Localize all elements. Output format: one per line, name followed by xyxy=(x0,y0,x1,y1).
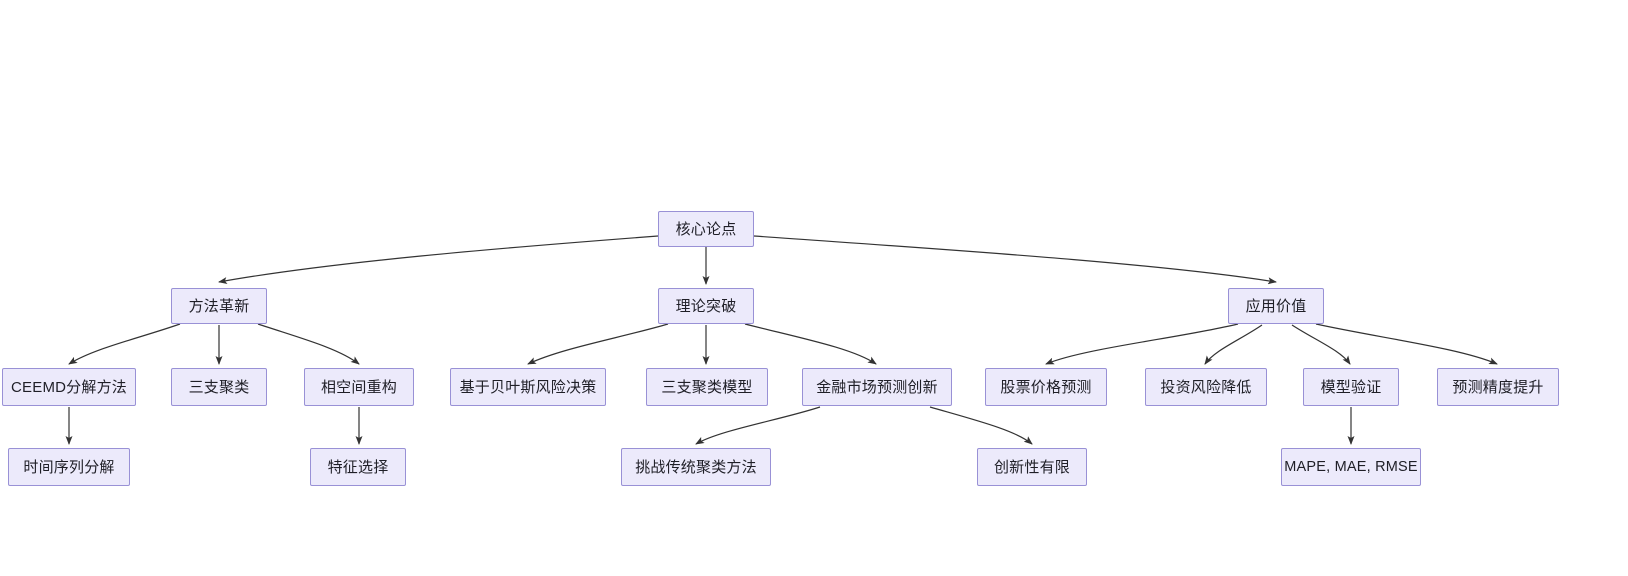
node-feature[interactable]: 特征选择 xyxy=(310,448,406,486)
node-theory[interactable]: 理论突破 xyxy=(658,288,754,324)
edge-theory-to-bayes xyxy=(527,323,669,365)
edge-method-to-ceemd xyxy=(68,323,181,365)
edge-finance-to-limited xyxy=(929,406,1033,445)
node-label-stock: 股票价格预测 xyxy=(1000,378,1092,396)
edge-application-to-risk xyxy=(1204,324,1263,365)
node-label-application: 应用价值 xyxy=(1245,297,1307,315)
node-risk[interactable]: 投资风险降低 xyxy=(1145,368,1267,406)
edge-application-to-stock xyxy=(1045,323,1239,365)
node-validation[interactable]: 模型验证 xyxy=(1303,368,1399,406)
node-label-phase: 相空间重构 xyxy=(320,378,397,396)
node-bayes[interactable]: 基于贝叶斯风险决策 xyxy=(450,368,606,406)
node-label-cluster3m: 三支聚类模型 xyxy=(661,378,753,396)
node-label-risk: 投资风险降低 xyxy=(1160,378,1252,396)
node-challenge[interactable]: 挑战传统聚类方法 xyxy=(621,448,771,486)
node-label-cluster3: 三支聚类 xyxy=(188,378,250,396)
node-metrics[interactable]: MAPE, MAE, RMSE xyxy=(1281,448,1421,486)
edge-core-to-method xyxy=(218,235,659,285)
edge-method-to-phase xyxy=(257,323,360,365)
node-label-method: 方法革新 xyxy=(188,297,250,315)
node-finance[interactable]: 金融市场预测创新 xyxy=(802,368,952,406)
node-label-limited: 创新性有限 xyxy=(993,458,1070,476)
node-label-finance: 金融市场预测创新 xyxy=(816,378,938,396)
edges-group xyxy=(65,235,1498,445)
node-label-bayes: 基于贝叶斯风险决策 xyxy=(459,378,597,396)
node-label-feature: 特征选择 xyxy=(327,458,389,476)
edge-application-to-validation xyxy=(1291,324,1351,365)
node-core[interactable]: 核心论点 xyxy=(658,211,754,247)
node-label-core: 核心论点 xyxy=(675,220,737,238)
node-application[interactable]: 应用价值 xyxy=(1228,288,1324,324)
edge-application-to-accuracy xyxy=(1315,323,1498,365)
node-stock[interactable]: 股票价格预测 xyxy=(985,368,1107,406)
edge-core-to-application xyxy=(753,235,1277,285)
node-label-tsdecomp: 时间序列分解 xyxy=(23,458,115,476)
node-label-accuracy: 预测精度提升 xyxy=(1452,378,1544,396)
node-method[interactable]: 方法革新 xyxy=(171,288,267,324)
node-tsdecomp[interactable]: 时间序列分解 xyxy=(8,448,130,486)
node-label-challenge: 挑战传统聚类方法 xyxy=(635,458,757,476)
node-accuracy[interactable]: 预测精度提升 xyxy=(1437,368,1559,406)
node-phase[interactable]: 相空间重构 xyxy=(304,368,414,406)
node-cluster3[interactable]: 三支聚类 xyxy=(171,368,267,406)
edge-theory-to-finance xyxy=(744,323,877,365)
node-label-ceemd: CEEMD分解方法 xyxy=(11,378,127,396)
node-limited[interactable]: 创新性有限 xyxy=(977,448,1087,486)
node-ceemd[interactable]: CEEMD分解方法 xyxy=(2,368,136,406)
edge-finance-to-challenge xyxy=(695,406,821,445)
node-label-theory: 理论突破 xyxy=(675,297,737,315)
node-label-validation: 模型验证 xyxy=(1320,378,1382,396)
node-cluster3m[interactable]: 三支聚类模型 xyxy=(646,368,768,406)
node-label-metrics: MAPE, MAE, RMSE xyxy=(1284,458,1418,475)
